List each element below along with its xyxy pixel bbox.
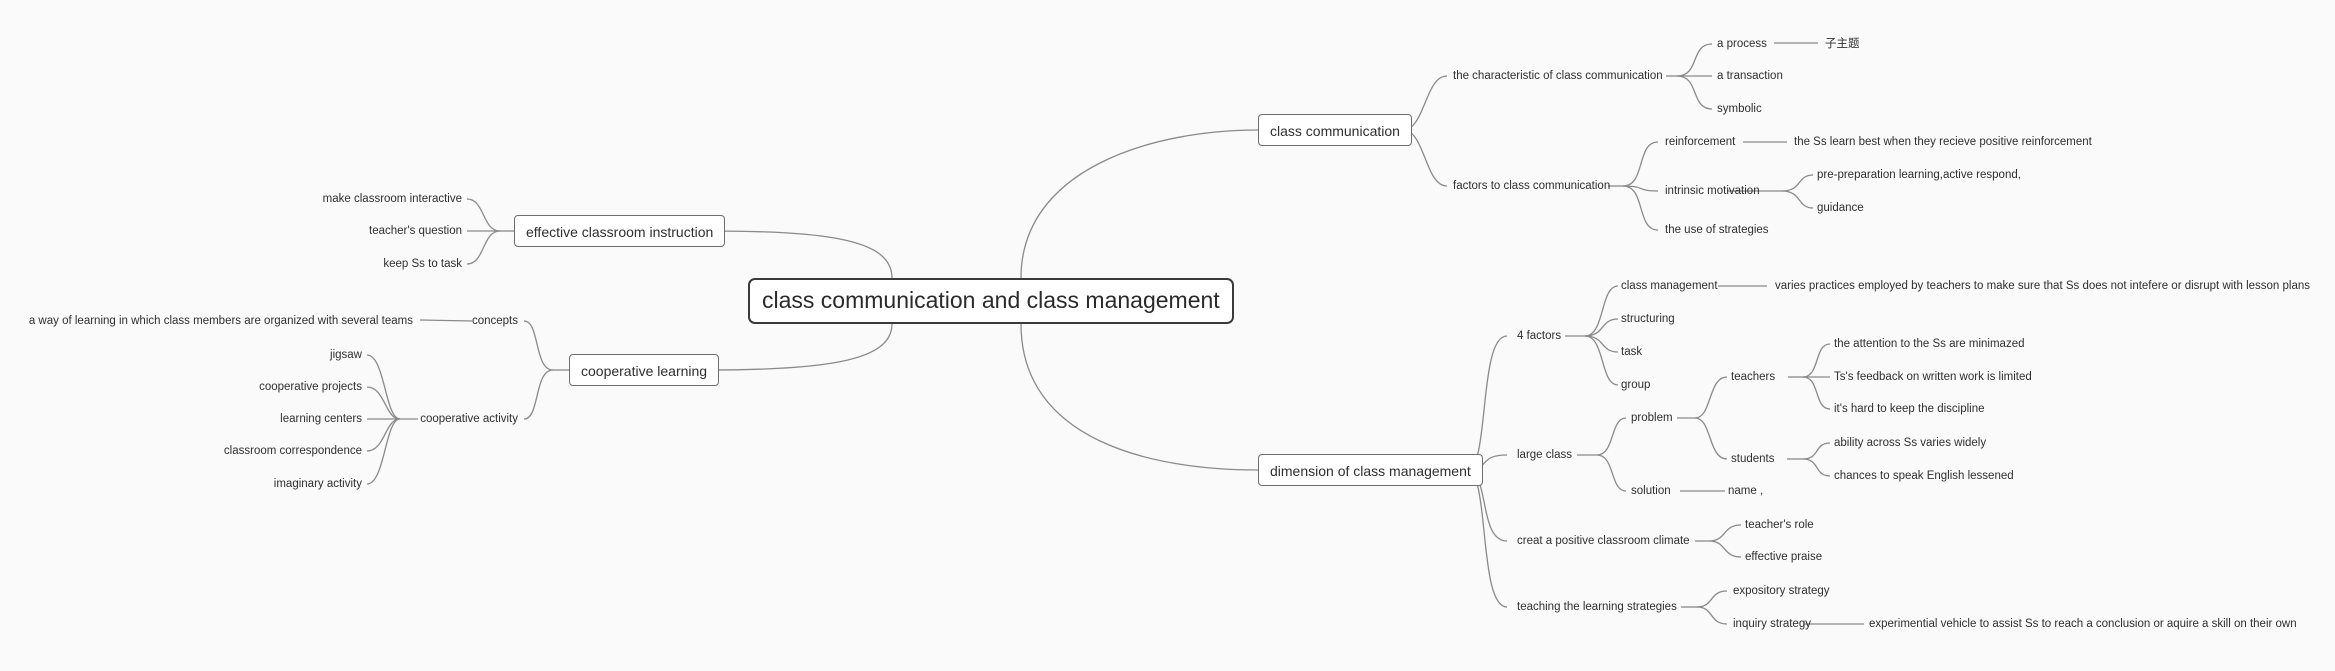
topic-jigsaw[interactable]: jigsaw — [330, 349, 362, 361]
topic-concepts-note[interactable]: a way of learning in which class members… — [28, 315, 413, 327]
topic-intrinsic-motivation[interactable]: intrinsic motivation — [1665, 185, 1760, 197]
topic-communication-factors[interactable]: factors to class communication — [1453, 180, 1611, 192]
topic-cooperative-learning[interactable]: cooperative learning — [569, 354, 720, 386]
topic-teachers-question[interactable]: teacher's question — [369, 225, 462, 237]
topic-ability[interactable]: ability across Ss varies widely — [1834, 437, 1987, 449]
topic-symbolic[interactable]: symbolic — [1717, 103, 1762, 115]
topic-inquiry-strategy[interactable]: inquiry strategy — [1733, 618, 1811, 630]
link-root-cooperative — [707, 323, 893, 371]
link-root-management — [1020, 323, 1259, 471]
topic-guidance[interactable]: guidance — [1817, 202, 1864, 214]
link-root-instruction — [707, 230, 893, 279]
topic-class-management[interactable]: class management — [1621, 280, 1718, 292]
topic-reinforcement[interactable]: reinforcement — [1665, 136, 1736, 148]
topic-discipline[interactable]: it's hard to keep the discipline — [1834, 403, 1985, 415]
topic-name[interactable]: name , — [1728, 485, 1764, 497]
topic-teachers[interactable]: teachers — [1731, 371, 1776, 383]
topic-attention[interactable]: the attention to the Ss are minimazed — [1834, 338, 2025, 350]
topic-feedback[interactable]: Ts's feedback on written work is limited — [1834, 371, 2032, 383]
root-topic[interactable]: class communication and class management — [748, 278, 1234, 324]
link-root-communication — [1020, 129, 1259, 279]
topic-imaginary-activity[interactable]: imaginary activity — [273, 478, 362, 490]
topic-pre-preparation[interactable]: pre-preparation learning,active respond, — [1817, 169, 2021, 181]
topic-effective-praise[interactable]: effective praise — [1745, 551, 1823, 563]
topic-a-transaction[interactable]: a transaction — [1717, 70, 1783, 82]
topic-classroom-correspondence[interactable]: classroom correspondence — [223, 445, 362, 457]
topic-concepts[interactable]: concepts — [471, 315, 518, 327]
topic-classroom-climate[interactable]: creat a positive classroom climate — [1517, 535, 1690, 547]
topic-solution[interactable]: solution — [1631, 485, 1671, 497]
topic-structuring[interactable]: structuring — [1621, 313, 1675, 325]
topic-learning-centers[interactable]: learning centers — [280, 413, 362, 425]
topic-a-process[interactable]: a process — [1717, 38, 1767, 50]
topic-large-class[interactable]: large class — [1517, 449, 1572, 461]
topic-keep-ss-to-task[interactable]: keep Ss to task — [383, 258, 462, 270]
topic-use-of-strategies[interactable]: the use of strategies — [1665, 224, 1769, 236]
topic-students[interactable]: students — [1731, 453, 1775, 465]
topic-4-factors[interactable]: 4 factors — [1517, 330, 1562, 342]
topic-class-management-note[interactable]: varies practices employed by teachers to… — [1775, 280, 2311, 292]
topic-problem[interactable]: problem — [1631, 412, 1673, 424]
topic-effective-instruction[interactable]: effective classroom instruction — [514, 215, 726, 247]
topic-reinforcement-note[interactable]: the Ss learn best when they recieve posi… — [1794, 136, 2092, 148]
topic-group[interactable]: group — [1621, 379, 1651, 391]
topic-communication-characteristic[interactable]: the characteristic of class communicatio… — [1453, 70, 1663, 82]
topic-expository-strategy[interactable]: expository strategy — [1733, 585, 1830, 597]
topic-cooperative-activity[interactable]: cooperative activity — [420, 413, 518, 425]
topic-task[interactable]: task — [1621, 346, 1643, 358]
topic-subtopic[interactable]: 子主题 — [1825, 38, 1860, 50]
topic-make-interactive[interactable]: make classroom interactive — [322, 193, 462, 205]
topic-inquiry-note[interactable]: experimential vehicle to assist Ss to re… — [1869, 618, 2297, 630]
topic-class-communication[interactable]: class communication — [1258, 114, 1412, 146]
topic-teachers-role[interactable]: teacher's role — [1745, 519, 1814, 531]
topic-teaching-strategies[interactable]: teaching the learning strategies — [1517, 601, 1677, 613]
topic-class-management-dimension[interactable]: dimension of class management — [1258, 454, 1483, 486]
topic-cooperative-projects[interactable]: cooperative projects — [259, 381, 362, 393]
topic-chances[interactable]: chances to speak English lessened — [1834, 470, 2014, 482]
